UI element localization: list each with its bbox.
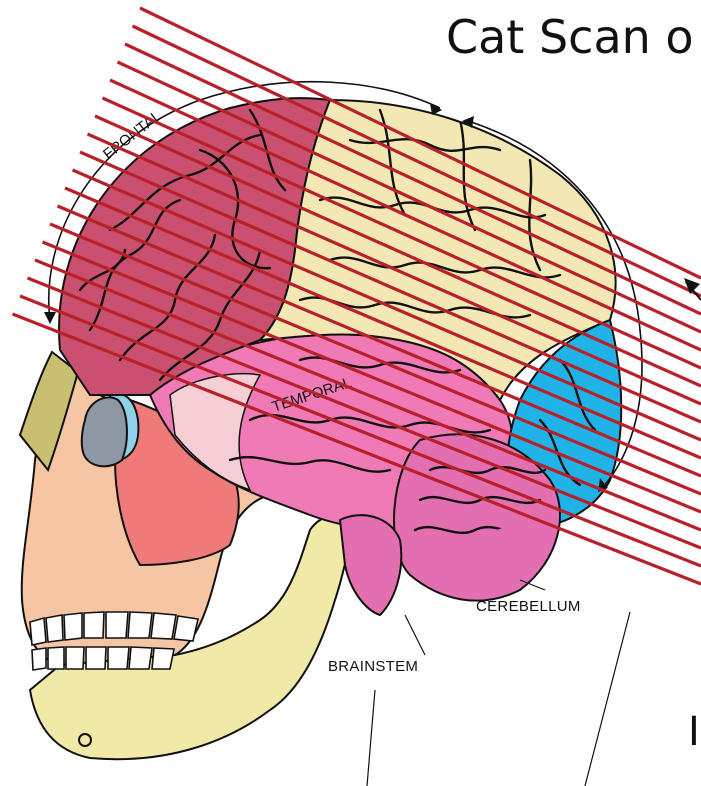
cut-off-letter: I	[688, 712, 700, 752]
brainstem-label: BRAINSTEM	[328, 658, 418, 675]
brainstem	[340, 515, 401, 615]
cerebellum-label: CEREBELLUM	[476, 598, 581, 615]
eye-socket	[82, 397, 127, 466]
page-title: Cat Scan o	[446, 14, 694, 60]
